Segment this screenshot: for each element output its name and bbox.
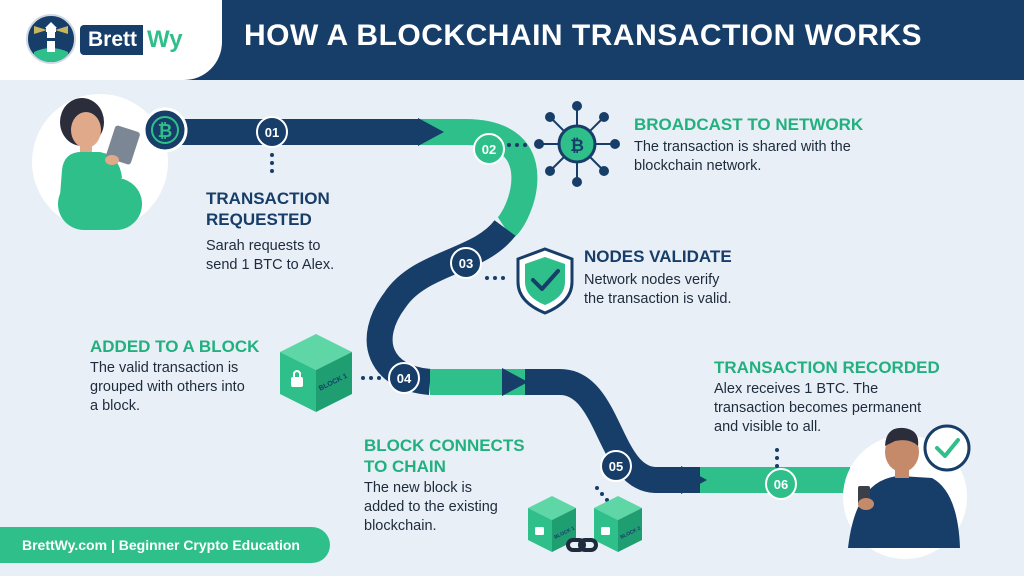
step-05-title-line1: BLOCK CONNECTS <box>364 436 525 455</box>
step-number-01: 01 <box>265 125 279 140</box>
footer-banner[interactable]: BrettWy.com | Beginner Crypto Education <box>0 527 330 563</box>
svg-text:₿: ₿ <box>158 121 173 141</box>
step-03-description: Network nodes verify the transaction is … <box>584 271 732 309</box>
chain-link-icon <box>566 538 598 552</box>
step-02-description: The transaction is shared with the block… <box>634 138 851 176</box>
step-05-title-line2: TO CHAIN <box>364 457 446 476</box>
blockchain-icon: BLOCK 1 BLOCK 2 <box>528 496 642 552</box>
step-05-desc-line1: The new block is <box>364 480 472 496</box>
step-06-description: Alex receives 1 BTC. The transaction bec… <box>714 380 921 437</box>
step-01-title: TRANSACTION REQUESTED <box>206 188 330 230</box>
step-marker-02: 02 <box>473 133 505 165</box>
step-02-desc-line2: blockchain network. <box>634 158 762 174</box>
step-number-06: 06 <box>774 477 788 492</box>
step-05-title: BLOCK CONNECTS TO CHAIN <box>364 435 525 477</box>
sarah-illustration <box>32 94 168 230</box>
step-06-desc-line3: and visible to all. <box>714 419 822 435</box>
step-04-desc-line2: grouped with others into <box>90 379 245 395</box>
step-marker-01: 01 <box>256 116 288 148</box>
step-05-description: The new block is added to the existing b… <box>364 479 498 536</box>
step-01-description: Sarah requests to send 1 BTC to Alex. <box>206 237 334 275</box>
dotted-connectors <box>270 143 779 502</box>
road-arrows <box>418 118 707 494</box>
step-05-desc-line2: added to the existing <box>364 499 498 515</box>
step-number-05: 05 <box>609 459 623 474</box>
step-03-desc-line1: Network nodes verify <box>584 272 720 288</box>
brand-second: Wy <box>147 26 183 53</box>
step-06-desc-line2: transaction becomes permanent <box>714 400 922 416</box>
step-number-02: 02 <box>482 142 496 157</box>
step-06-desc-line1: Alex receives 1 BTC. The <box>714 381 879 397</box>
step-marker-05: 05 <box>600 450 632 482</box>
svg-text:₿: ₿ <box>570 136 584 155</box>
step-05-desc-line3: blockchain. <box>364 518 437 534</box>
step-02-desc-line1: The transaction is shared with the <box>634 139 851 155</box>
step-06-title: TRANSACTION RECORDED <box>714 358 940 377</box>
bitcoin-icon: ₿ <box>142 107 188 153</box>
step-number-04: 04 <box>397 371 412 386</box>
step-04-desc-line3: a block. <box>90 398 140 414</box>
block-cube-icon: BLOCK 1 <box>280 334 352 412</box>
step-marker-04: 04 <box>388 362 420 394</box>
check-circle-icon <box>923 424 971 472</box>
step-01-title-line1: TRANSACTION <box>206 189 330 208</box>
step-03-title: NODES VALIDATE <box>584 247 732 266</box>
step-03-desc-line2: the transaction is valid. <box>584 291 732 307</box>
shield-check-icon <box>516 247 574 315</box>
lighthouse-icon <box>26 14 76 64</box>
step-04-title: ADDED TO A BLOCK <box>90 337 260 356</box>
step-01-desc-line1: Sarah requests to <box>206 238 321 254</box>
step-01-title-line2: REQUESTED <box>206 210 312 229</box>
step-marker-03: 03 <box>450 247 482 279</box>
step-number-03: 03 <box>459 256 473 271</box>
step-02-title: BROADCAST TO NETWORK <box>634 115 864 134</box>
step-04-description: The valid transaction is grouped with ot… <box>90 359 245 416</box>
brand-first: Brett <box>80 25 144 55</box>
network-hub-icon: ₿ <box>534 101 620 187</box>
page-title: HOW A BLOCKCHAIN TRANSACTION WORKS <box>244 19 923 52</box>
step-marker-06: 06 <box>765 468 797 500</box>
step-01-desc-line2: send 1 BTC to Alex. <box>206 257 335 273</box>
step-04-desc-line1: The valid transaction is <box>90 360 239 376</box>
